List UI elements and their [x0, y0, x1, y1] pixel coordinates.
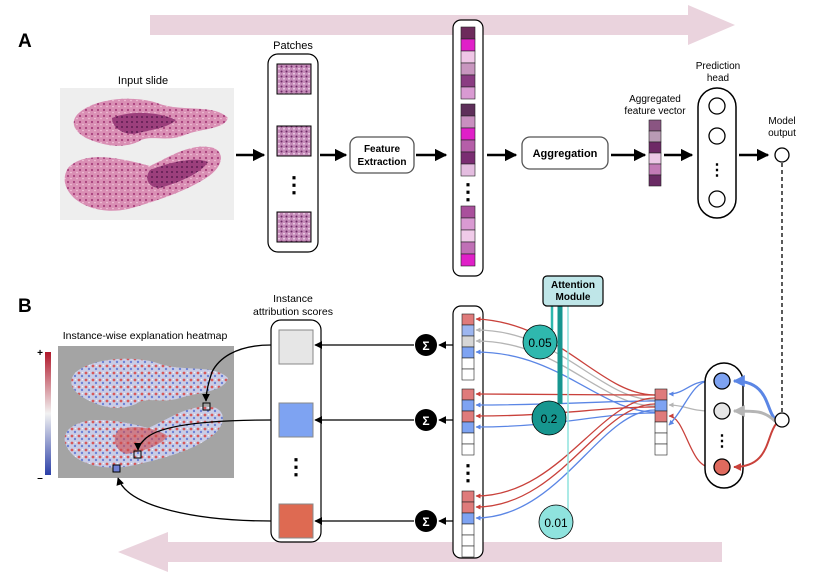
- aggregation-label: Aggregation: [533, 148, 598, 160]
- prediction-head-ellipsis: ⋮: [709, 162, 725, 179]
- attribution-label-line1: Instance: [273, 293, 313, 305]
- feature-vector-2: [460, 103, 476, 177]
- aggregated-label-line2: feature vector: [624, 106, 686, 117]
- model-output-node-b: [774, 412, 790, 428]
- prediction-node-b-blue: [713, 372, 731, 390]
- relevance-vector-1: [461, 313, 475, 381]
- scale-plus: +: [37, 348, 43, 359]
- backward-flow-arrow: [118, 532, 722, 572]
- attribution-score-2: [278, 402, 314, 438]
- attention-weight-1: 0.05: [522, 324, 558, 360]
- panel-b-letter: B: [18, 296, 32, 317]
- attention-module-box: [542, 275, 604, 307]
- heatmap-marker-2: [133, 450, 142, 459]
- relevance-flow-lines: [475, 316, 656, 521]
- attention-weight-value: 0.05: [528, 336, 552, 350]
- attention-weight-2: 0.2: [531, 400, 567, 436]
- scale-minus: –: [37, 473, 43, 484]
- heatmap-title: Instance-wise explanation heatmap: [63, 330, 228, 342]
- feature-extraction-label-line2: Extraction: [358, 157, 407, 168]
- relevance-ellipsis: ⋮: [457, 460, 479, 485]
- prediction-node-b-red: [713, 458, 731, 476]
- prediction-head-label-line1: Prediction: [696, 61, 740, 72]
- aggregation-box: [521, 136, 609, 170]
- prediction-head-box: [697, 87, 737, 219]
- prediction-node-2: [708, 127, 726, 145]
- explanation-heatmap-image: [58, 346, 234, 478]
- attention-weight-3: 0.01: [538, 504, 574, 540]
- feature-extraction-box: [349, 136, 415, 174]
- prediction-head-box-b: [704, 362, 744, 489]
- patch-1: [276, 63, 312, 95]
- heatmap-scale-bar: [45, 352, 51, 475]
- feature-vectors-ellipsis: ⋮: [457, 179, 479, 204]
- sum-symbol: Σ: [422, 339, 429, 353]
- model-output-label-line1: Model: [768, 116, 795, 127]
- relevance-vector-3: [461, 490, 475, 558]
- patch-2: [276, 125, 312, 157]
- feature-vector-3: [460, 205, 476, 267]
- prediction-node-3: [708, 190, 726, 208]
- feature-vector-1: [460, 26, 476, 100]
- relevance-aggregated-vector: [654, 388, 668, 456]
- patches-label: Patches: [273, 40, 313, 52]
- score-to-heatmap-arrow-3: [116, 477, 272, 522]
- heatmap-marker-3: [112, 464, 121, 473]
- sum-symbol: Σ: [422, 515, 429, 529]
- attribution-score-1: [278, 329, 314, 365]
- attribution-ellipsis: ⋮: [285, 454, 307, 479]
- head-to-vector-relevance: [668, 380, 711, 468]
- sum-node-1: Σ: [415, 334, 437, 356]
- aggregated-label-line1: Aggregated: [629, 94, 681, 105]
- relevance-vector-2: [461, 388, 475, 456]
- prediction-head-b-ellipsis: ⋮: [714, 433, 730, 450]
- attention-module-label-line2: Module: [556, 292, 591, 303]
- forward-flow-arrow: [150, 5, 735, 45]
- attention-weight-value: 0.01: [544, 516, 568, 530]
- score-to-heatmap-arrow-1: [202, 344, 272, 402]
- patches-ellipsis: ⋮: [283, 172, 305, 197]
- sum-symbol: Σ: [422, 414, 429, 428]
- input-slide-image: [60, 88, 234, 220]
- attention-module-label-line1: Attention: [551, 280, 595, 291]
- panel-a-letter: A: [18, 31, 32, 52]
- prediction-node-1: [708, 97, 726, 115]
- sum-node-3: Σ: [415, 510, 437, 532]
- attention-connectors: [550, 305, 569, 510]
- input-slide-label: Input slide: [118, 75, 168, 87]
- heatmap-marker-1: [202, 402, 211, 411]
- prediction-node-b-gray: [713, 402, 731, 420]
- aggregated-feature-vector: [648, 119, 662, 187]
- model-output-node: [774, 147, 790, 163]
- output-to-head-relevance: [732, 375, 778, 471]
- feature-extraction-label-line1: Feature: [364, 144, 401, 155]
- score-to-heatmap-arrow-2: [134, 419, 272, 451]
- patch-3: [276, 211, 312, 243]
- attribution-label-line2: attribution scores: [253, 306, 333, 318]
- model-output-label-line2: output: [768, 128, 796, 139]
- attention-weight-value: 0.2: [541, 412, 558, 426]
- sum-node-2: Σ: [415, 409, 437, 431]
- prediction-head-label-line2: head: [707, 73, 729, 84]
- attribution-score-3: [278, 503, 314, 539]
